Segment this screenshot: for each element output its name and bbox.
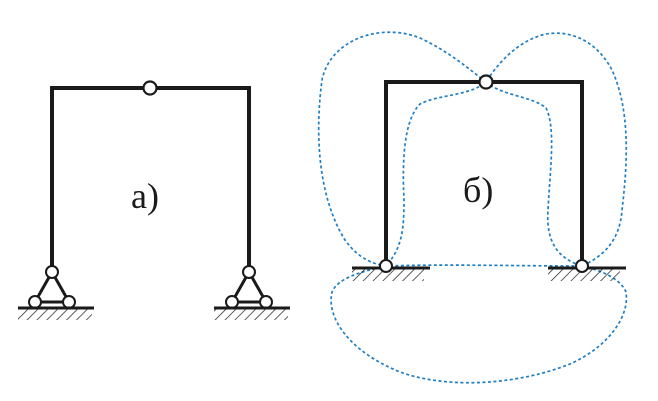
panel-a-label: а) — [131, 176, 159, 216]
panel-b-label: б) — [463, 170, 494, 210]
pinned-support-icon — [28, 265, 76, 309]
hinge-icon — [575, 259, 589, 273]
pinned-support-icon — [225, 265, 273, 309]
hinge-icon — [142, 80, 158, 96]
frame-a — [18, 80, 290, 320]
contour-lower — [330, 264, 628, 384]
ground-hatch-icon — [214, 306, 290, 320]
frame-b — [317, 31, 628, 384]
ground-hatch-icon — [18, 306, 94, 320]
hinge-icon — [478, 74, 494, 90]
hinge-icon — [379, 259, 393, 273]
